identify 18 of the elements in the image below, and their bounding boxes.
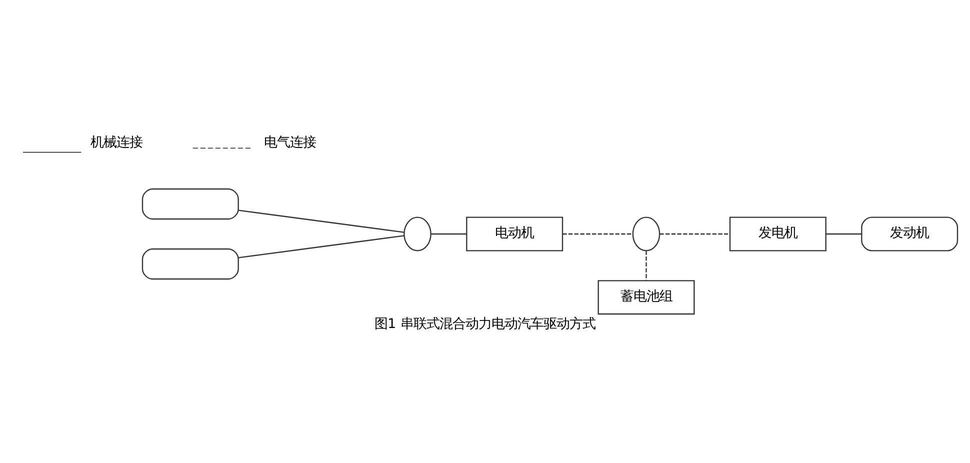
node-box	[142, 188, 239, 220]
connector	[238, 235, 404, 258]
connector	[431, 233, 467, 235]
legend-label: 电气连接	[264, 135, 316, 150]
caption: 图1 串联式混合动力电动汽车驱动方式	[374, 317, 596, 332]
node-box: 发电机	[729, 216, 826, 252]
legend-label: 机械连接	[90, 135, 142, 150]
node-box: 发动机	[861, 216, 958, 252]
node-box: 电动机	[466, 216, 564, 252]
node-ellipse	[632, 216, 660, 252]
node-box	[142, 248, 239, 280]
connector	[562, 233, 633, 235]
node-ellipse	[404, 216, 432, 252]
connector	[826, 233, 862, 235]
connector	[238, 210, 404, 233]
node-box: 蓄电池组	[598, 280, 695, 315]
connector	[646, 250, 647, 280]
connector	[660, 233, 730, 235]
